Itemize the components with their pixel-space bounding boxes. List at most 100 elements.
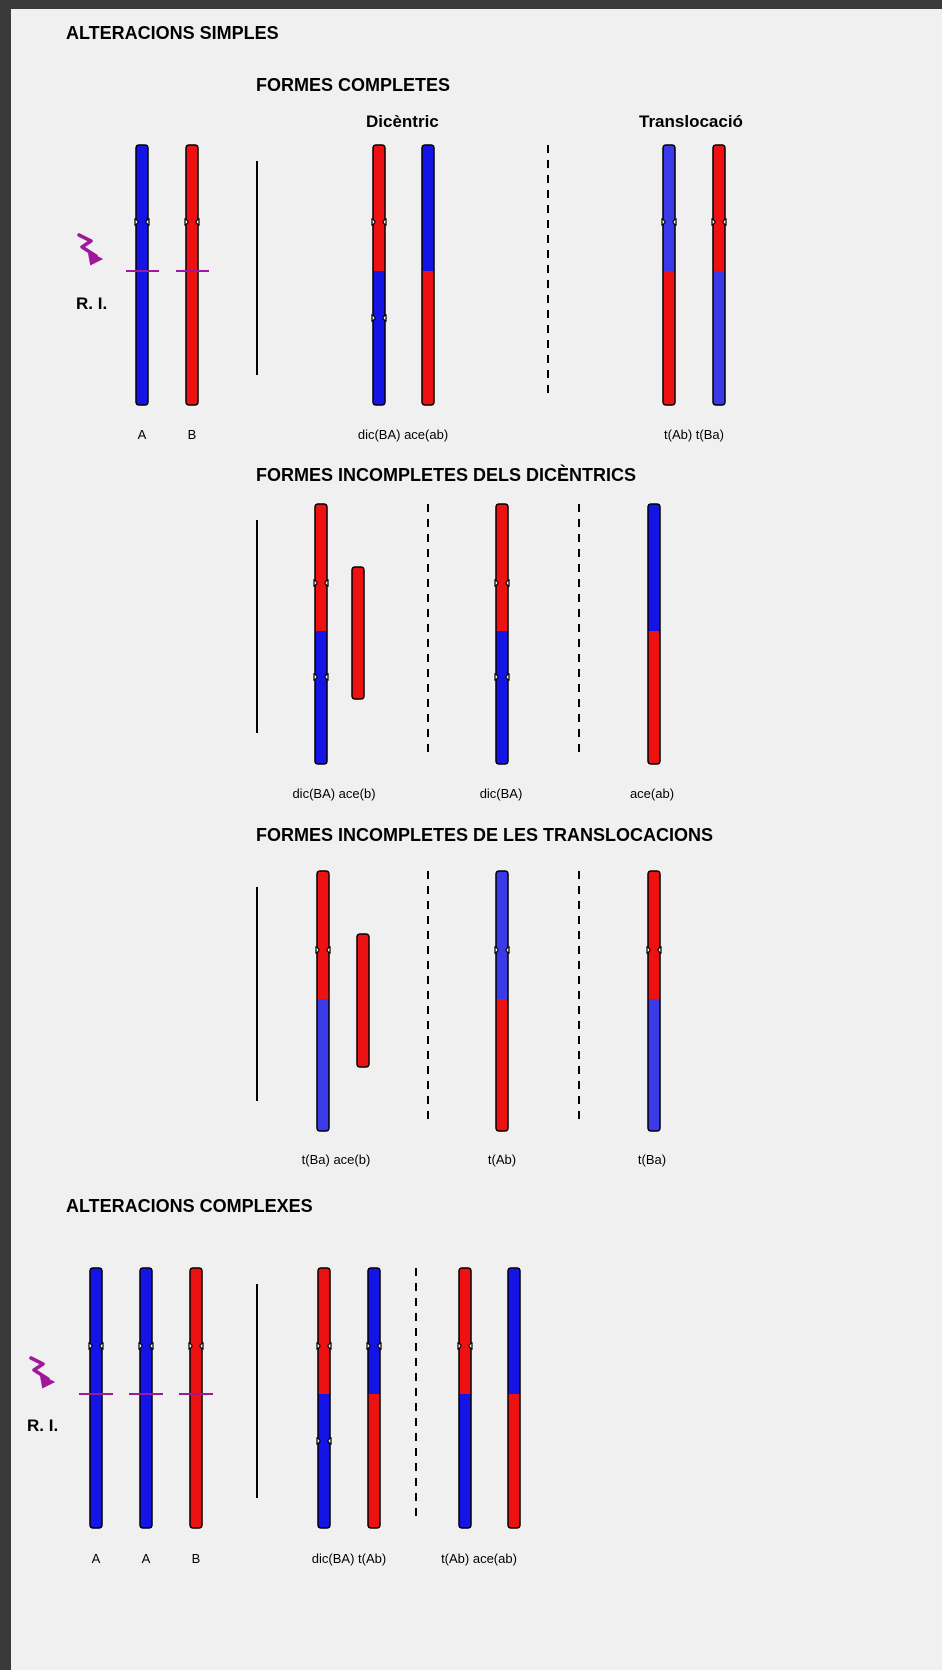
chromosome-idic-dic-ba-1-centromere-1-left bbox=[313, 579, 318, 587]
label-complex-2: t(Ab) ace(ab) bbox=[441, 1551, 517, 1566]
chromosome-complex-t-ab-1-outline bbox=[367, 1267, 381, 1529]
chromosome-complex-dic-ba-segment-1 bbox=[318, 1268, 330, 1394]
chromosome-itrans-t-ba-2-centromere-1-right bbox=[657, 946, 662, 954]
label-complex-a1: A bbox=[92, 1551, 101, 1566]
label-complete-translocation: t(Ab) t(Ba) bbox=[664, 427, 724, 442]
chromosome-t-ab-centromere-1-right bbox=[672, 218, 677, 226]
chromosome-dic-ba-centromere-1-right bbox=[382, 218, 387, 226]
chromosome-complex-t-ab-2-centromere-1-right bbox=[468, 1342, 473, 1350]
chromosome-complex-dic-ba-segment-2 bbox=[318, 1394, 330, 1528]
heading-complete-forms: FORMES COMPLETES bbox=[256, 75, 450, 95]
chromosome-complex-t-ab-2-centromere-1-left bbox=[457, 1342, 462, 1350]
chromosome-itrans-t-ab-centromere-1-left bbox=[494, 946, 499, 954]
chromosome-simple-a-centromere-1-left bbox=[134, 218, 139, 226]
label-complex-a2: A bbox=[142, 1551, 151, 1566]
chromosome-complex-dic-ba-centromere-1-right bbox=[327, 1342, 332, 1350]
chromosome-dic-ba-segment-2 bbox=[373, 271, 385, 405]
chromosome-itrans-t-ba-1-centromere-1-right bbox=[326, 946, 331, 954]
label-incomplete-dicentric-1: dic(BA) ace(b) bbox=[292, 786, 375, 801]
heading-simple-alterations: ALTERACIONS SIMPLES bbox=[66, 23, 279, 43]
chromosome-complex-t-ab-1-centromere-1-left bbox=[366, 1342, 371, 1350]
chromosome-complex-t-ab-2-segment-2 bbox=[459, 1394, 471, 1528]
heading-incomplete-translocations: FORMES INCOMPLETES DE LES TRANSLOCACIONS bbox=[256, 825, 713, 845]
chromosome-itrans-t-ab-segment-1 bbox=[496, 871, 508, 999]
label-incomplete-translocation-2: t(Ab) bbox=[488, 1152, 516, 1167]
chromosome-idic-ace-b-outline bbox=[351, 566, 365, 700]
label-complete-dicentric: dic(BA) ace(ab) bbox=[358, 427, 448, 442]
chromosome-complex-dic-ba-outline bbox=[317, 1267, 331, 1529]
chromosome-t-ba-outline bbox=[712, 144, 726, 406]
chromosome-itrans-ace-b-outline bbox=[356, 933, 370, 1068]
chromosome-complex-b-centromere-1-right bbox=[199, 1342, 204, 1350]
chromosome-complex-t-ab-1-centromere-1-right bbox=[377, 1342, 382, 1350]
chromosome-itrans-t-ba-1-segment-1 bbox=[317, 871, 329, 999]
heading-translocation: Translocació bbox=[639, 112, 743, 131]
ri-label-simple: R. I. bbox=[76, 294, 107, 313]
ri-label-complex: R. I. bbox=[27, 1416, 58, 1435]
radiation-arrow-icon-complex-head bbox=[39, 1374, 56, 1389]
chromosome-simple-a-outline bbox=[135, 144, 149, 406]
chromosome-dic-ba-segment-1 bbox=[373, 145, 385, 271]
chromosome-itrans-t-ba-1-centromere-1-left bbox=[315, 946, 320, 954]
chromosome-diagram: ALTERACIONS SIMPLES FORMES COMPLETES Dic… bbox=[27, 23, 743, 1566]
chromosome-simple-b-outline bbox=[185, 144, 199, 406]
heading-incomplete-dicentrics: FORMES INCOMPLETES DELS DICÈNTRICS bbox=[256, 464, 636, 485]
chromosome-t-ab-outline bbox=[662, 144, 676, 406]
heading-dicentric: Dicèntric bbox=[366, 112, 439, 131]
chromosome-idic-dic-ba-1-centromere-2-right bbox=[324, 673, 329, 681]
chromosome-itrans-t-ab-segment-2 bbox=[496, 999, 508, 1131]
chromosome-simple-a-centromere-1-right bbox=[145, 218, 150, 226]
label-simple-a: A bbox=[138, 427, 147, 442]
chromosome-itrans-t-ba-2-segment-2 bbox=[648, 999, 660, 1131]
chromosome-complex-a1-centromere-1-left bbox=[88, 1342, 93, 1350]
chromosome-ace-ab-outline bbox=[421, 144, 435, 406]
chromosome-complex-a2-centromere-1-right bbox=[149, 1342, 154, 1350]
chromosome-complex-t-ab-2-outline bbox=[458, 1267, 472, 1529]
chromosome-complex-t-ab-1-segment-2 bbox=[368, 1394, 380, 1528]
chromosome-complex-dic-ba-centromere-1-left bbox=[316, 1342, 321, 1350]
chromosome-idic-ace-ab-outline bbox=[647, 503, 661, 765]
label-incomplete-dicentric-2: dic(BA) bbox=[480, 786, 523, 801]
chromosome-idic-ace-ab-segment-1 bbox=[648, 504, 660, 631]
chromosome-t-ba-segment-1 bbox=[713, 145, 725, 271]
chromosome-t-ab-segment-1 bbox=[663, 145, 675, 271]
chromosome-simple-b-centromere-1-right bbox=[195, 218, 200, 226]
chromosome-complex-a2-segment-1 bbox=[140, 1268, 152, 1528]
chromosome-itrans-ace-b-segment-1 bbox=[357, 934, 369, 1067]
chromosome-simple-b-segment-1 bbox=[186, 145, 198, 405]
chromosome-simple-a-segment-1 bbox=[136, 145, 148, 405]
chromosome-complex-ace-ab-segment-2 bbox=[508, 1394, 520, 1528]
chromosome-idic-dic-ba-2-segment-1 bbox=[496, 504, 508, 631]
chromosome-t-ba-centromere-1-left bbox=[711, 218, 716, 226]
chromosome-complex-b-segment-1 bbox=[190, 1268, 202, 1528]
chromosome-complex-t-ab-1-segment-1 bbox=[368, 1268, 380, 1394]
chromosome-complex-a2-outline bbox=[139, 1267, 153, 1529]
chromosome-complex-ace-ab-outline bbox=[507, 1267, 521, 1529]
chromosome-complex-b-centromere-1-left bbox=[188, 1342, 193, 1350]
chromosome-itrans-t-ba-1-outline bbox=[316, 870, 330, 1132]
chromosome-complex-dic-ba-centromere-2-left bbox=[316, 1437, 321, 1445]
chromosome-complex-ace-ab-segment-1 bbox=[508, 1268, 520, 1394]
chromosome-itrans-t-ab-outline bbox=[495, 870, 509, 1132]
radiation-arrow-icon-simple-head bbox=[87, 251, 104, 266]
chromosome-idic-dic-ba-2-outline bbox=[495, 503, 509, 765]
chromosome-dic-ba-centromere-2-right bbox=[382, 314, 387, 322]
chromosome-idic-dic-ba-1-outline bbox=[314, 503, 328, 765]
chromosome-itrans-t-ab-centromere-1-right bbox=[505, 946, 510, 954]
chromosome-t-ba-centromere-1-right bbox=[722, 218, 727, 226]
label-incomplete-translocation-1: t(Ba) ace(b) bbox=[302, 1152, 371, 1167]
chromosome-idic-dic-ba-1-segment-2 bbox=[315, 631, 327, 764]
chromosome-complex-a1-outline bbox=[89, 1267, 103, 1529]
label-simple-b: B bbox=[188, 427, 197, 442]
chromosome-itrans-t-ba-1-segment-2 bbox=[317, 999, 329, 1131]
chromosome-complex-dic-ba-centromere-2-right bbox=[327, 1437, 332, 1445]
chromosome-dic-ba-centromere-1-left bbox=[371, 218, 376, 226]
chromosome-complex-a1-centromere-1-right bbox=[99, 1342, 104, 1350]
chromosome-itrans-t-ba-2-segment-1 bbox=[648, 871, 660, 999]
chromosome-complex-a1-segment-1 bbox=[90, 1268, 102, 1528]
chromosome-idic-dic-ba-1-centromere-1-right bbox=[324, 579, 329, 587]
chromosome-complex-b-outline bbox=[189, 1267, 203, 1529]
chromosome-ace-ab-segment-2 bbox=[422, 271, 434, 405]
heading-complex-alterations: ALTERACIONS COMPLEXES bbox=[66, 1196, 313, 1216]
chromosome-dic-ba-outline bbox=[372, 144, 386, 406]
